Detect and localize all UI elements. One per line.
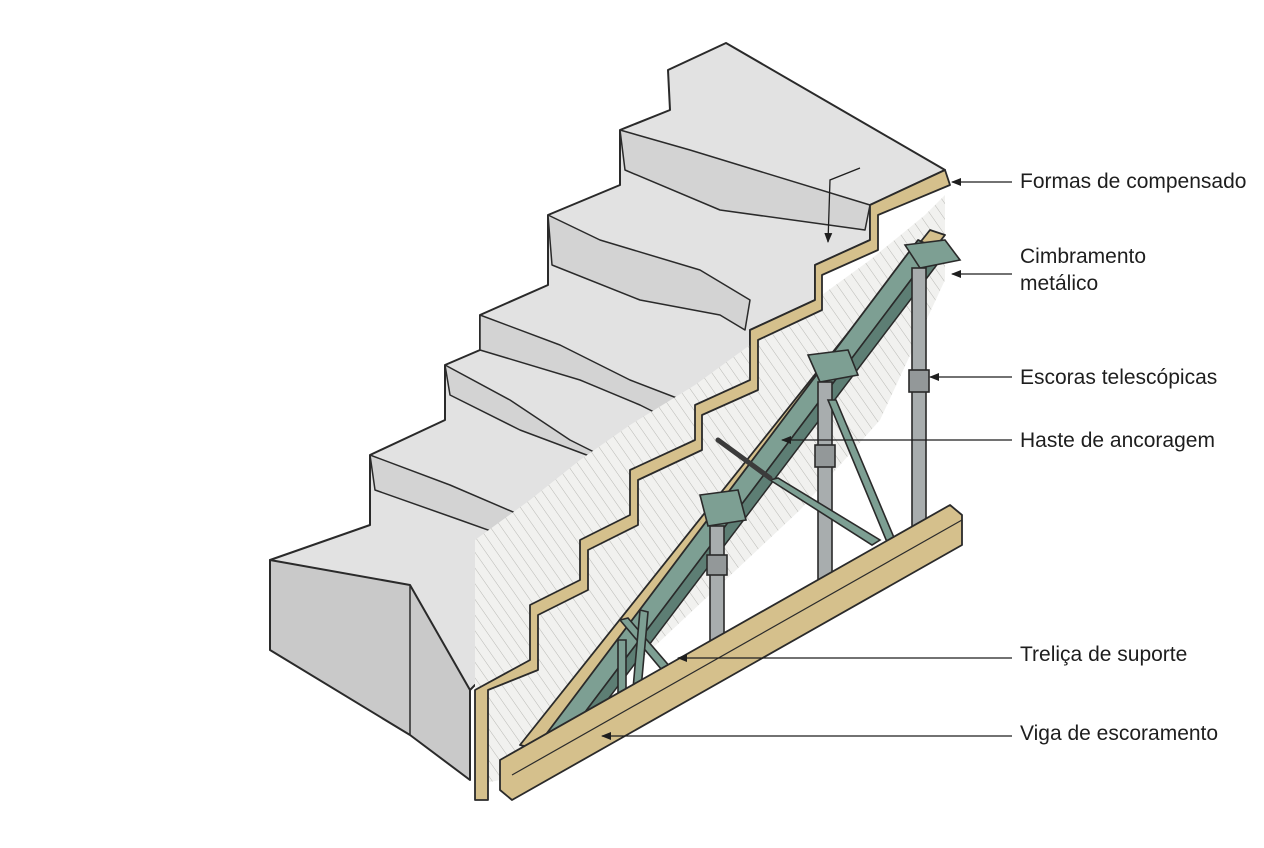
beam-edge-line: [511, 519, 963, 776]
label-shoring-beam: Viga de escoramento: [1020, 722, 1219, 745]
label-telescopic-props: Escoras telescópicas: [1020, 366, 1218, 389]
label-metal-shoring-line1: Cimbramento: [1020, 245, 1147, 268]
prop-heads: [698, 239, 962, 527]
plywood-stepped-edge: [474, 169, 951, 801]
telescopic-props: [706, 267, 930, 647]
label-metal-shoring-line2: metálico: [1020, 272, 1099, 295]
shoring-beam: [499, 504, 963, 801]
leader-lines: [601, 167, 1012, 740]
label-plywood-forms: Formas de compensado: [1020, 170, 1247, 193]
anchor-rod: [715, 437, 773, 481]
section-cut: [475, 195, 945, 785]
label-anchor-rod: Haste de ancoragem: [1020, 429, 1215, 452]
label-support-truss: Treliça de suporte: [1020, 643, 1188, 666]
